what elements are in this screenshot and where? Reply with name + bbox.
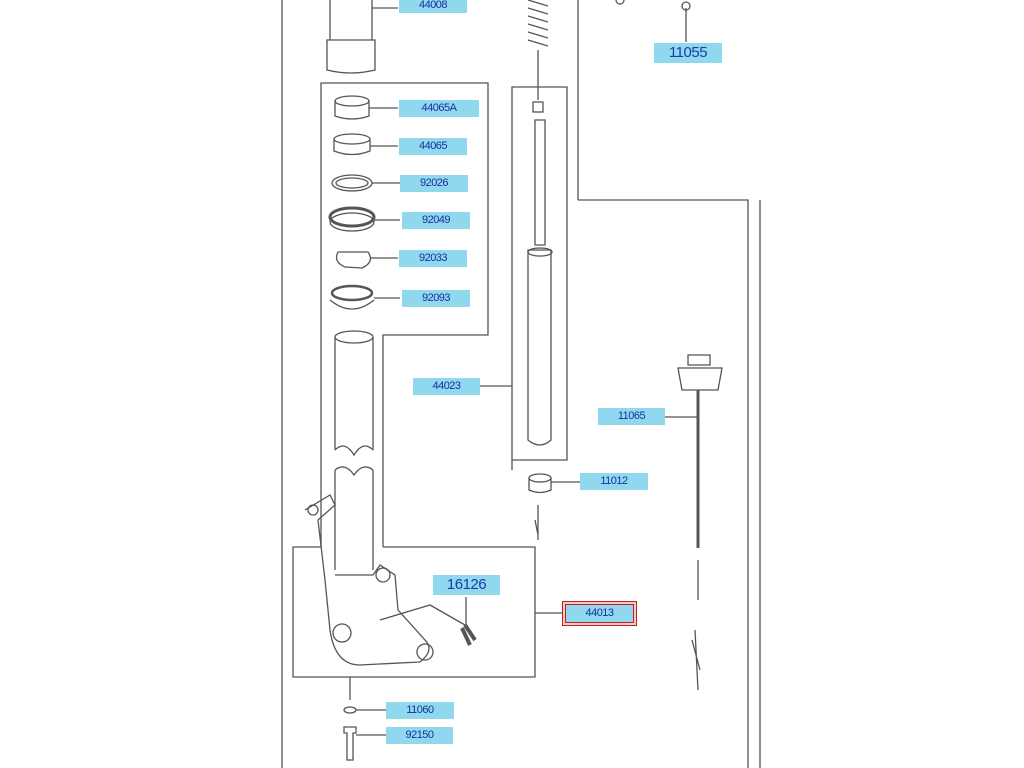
part-label-44023[interactable]: 44023 [413, 378, 480, 395]
part-label-11012[interactable]: 11012 [580, 473, 648, 490]
outer-tube-part [326, 0, 398, 74]
part-label-11065[interactable]: 11065 [598, 408, 665, 425]
cartridge-part [665, 354, 723, 691]
part-label-44065[interactable]: 44065 [399, 138, 467, 155]
part-label-44013[interactable]: 44013 [565, 604, 634, 623]
part-label-44065A[interactable]: 44065A [399, 100, 479, 117]
part-label-92049[interactable]: 92049 [402, 212, 470, 229]
part-label-11055[interactable]: 11055 [654, 43, 722, 63]
top-bolt-part [615, 0, 691, 42]
part-label-44008[interactable]: 44008 [399, 0, 467, 13]
damper-rod-part [480, 0, 580, 540]
part-label-11060[interactable]: 11060 [386, 702, 454, 719]
part-label-92093[interactable]: 92093 [402, 290, 470, 307]
bottom-bolt-part [343, 677, 386, 761]
part-label-92026[interactable]: 92026 [400, 175, 468, 192]
part-label-92150[interactable]: 92150 [386, 727, 453, 744]
frame-lines [281, 0, 761, 768]
inner-tube-part [304, 330, 562, 666]
part-label-16126[interactable]: 16126 [433, 575, 500, 595]
seal-parts [328, 95, 400, 310]
part-label-92033[interactable]: 92033 [399, 250, 467, 267]
